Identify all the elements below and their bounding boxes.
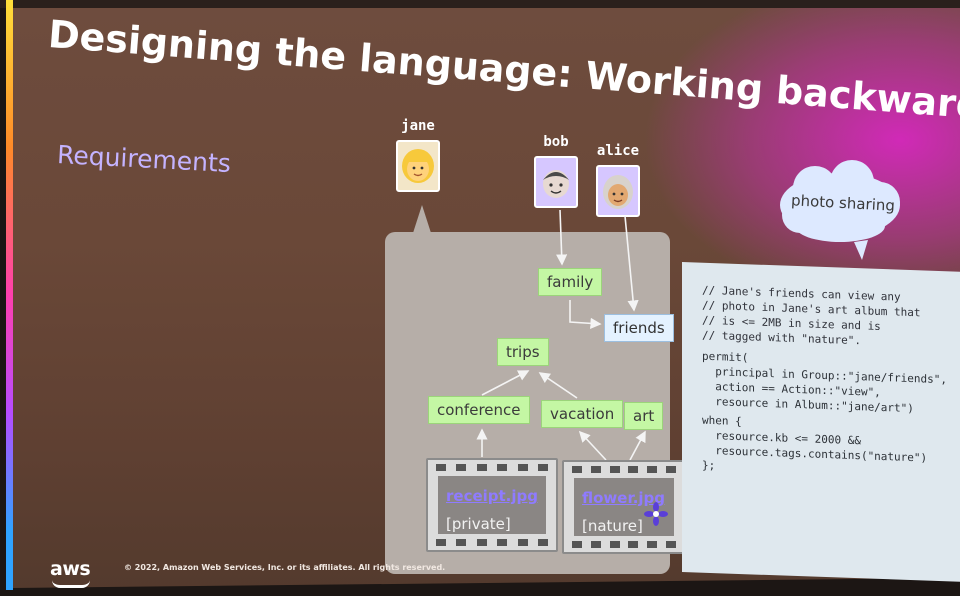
user-jane-name: jane	[401, 118, 435, 134]
user-alice: alice	[596, 143, 640, 217]
photo-flower-name: flower.jpg	[582, 489, 666, 507]
film-holes-top	[436, 464, 548, 472]
panel-tail	[413, 205, 431, 233]
photo-receipt-frame: receipt.jpg [private]	[438, 476, 546, 534]
user-bob: bob	[534, 134, 578, 208]
photo-sharing-cloud: photo sharing	[770, 160, 910, 260]
film-holes-bottom	[436, 539, 548, 547]
bob-avatar-icon	[534, 156, 578, 208]
photo-receipt-tag: [private]	[446, 515, 511, 533]
user-bob-name: bob	[543, 134, 569, 150]
policy-code-panel: // Jane's friends can view any // photo …	[682, 262, 960, 582]
photo-receipt: receipt.jpg [private]	[426, 458, 558, 552]
jane-avatar-icon	[396, 140, 440, 192]
copyright-notice: © 2022, Amazon Web Services, Inc. or its…	[124, 563, 446, 572]
cloud-icon	[780, 160, 900, 260]
ceiling	[0, 0, 960, 8]
film-holes-bottom	[572, 541, 676, 549]
film-holes-top	[572, 466, 676, 474]
photo-flower-tag: [nature]	[582, 517, 643, 535]
album-trips: trips	[497, 338, 549, 366]
rainbow-stripe	[6, 0, 13, 590]
album-art: art	[624, 402, 664, 430]
photo-receipt-name: receipt.jpg	[446, 487, 538, 505]
aws-smile-icon	[52, 580, 90, 588]
aws-logo: aws	[50, 558, 91, 580]
flower-icon	[644, 502, 668, 526]
photo-flower: flower.jpg [nature]	[562, 460, 686, 554]
photo-flower-frame: flower.jpg [nature]	[574, 478, 674, 536]
user-jane: jane	[396, 118, 440, 192]
album-vacation: vacation	[541, 400, 624, 428]
album-conference: conference	[428, 396, 530, 424]
user-alice-name: alice	[596, 143, 640, 159]
group-friends: friends	[604, 314, 674, 342]
group-family: family	[538, 268, 603, 296]
alice-avatar-icon	[596, 165, 640, 217]
